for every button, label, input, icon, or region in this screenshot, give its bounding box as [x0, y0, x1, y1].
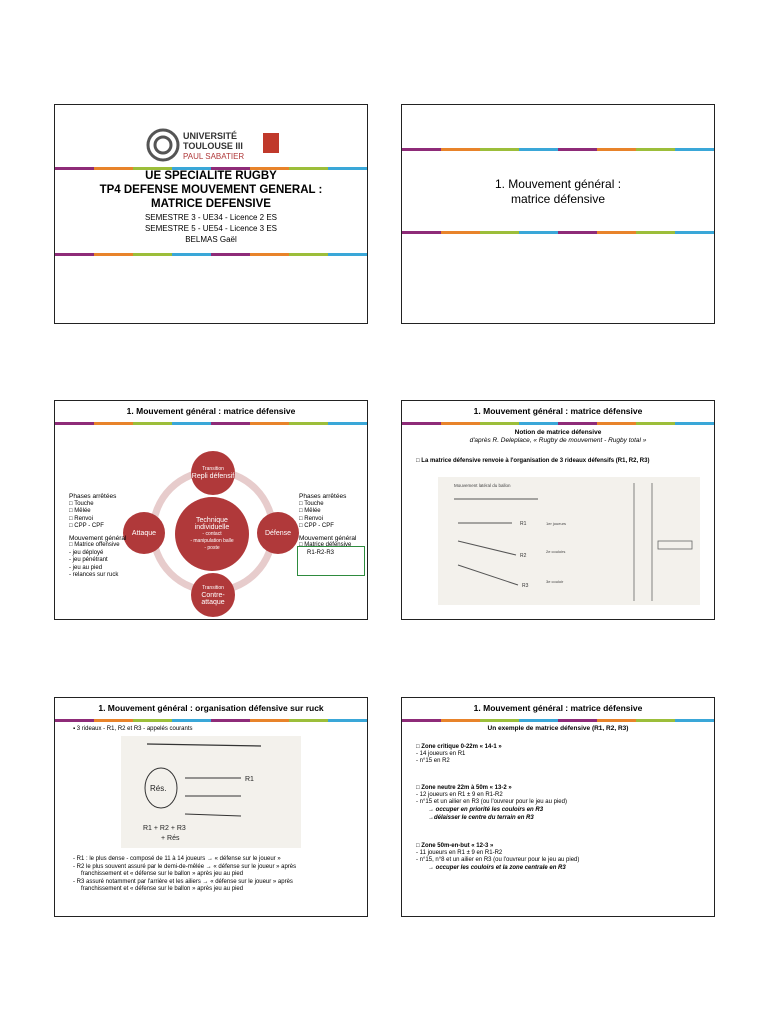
zone-50m: □ Zone 50m-en-but « 12-3 » [416, 843, 494, 849]
slide-2: 1. Mouvement général : matrice défensive [401, 104, 715, 324]
zone-50m-line-2: - n°15, n°8 et un ailier en R3 (ou l'ouv… [416, 857, 580, 863]
color-stripe [402, 231, 714, 234]
university-logo: UNIVERSITÉ TOULOUSE III PAUL SABATIER [146, 128, 279, 162]
svg-text:+ Rés: + Rés [161, 835, 180, 842]
ruck-item-1: - R1 : le plus dense - composé de 11 à 1… [73, 856, 281, 862]
highlight-box [297, 546, 365, 576]
subtitle-2: SEMESTRE 5 - UE54 - Licence 3 ES [144, 224, 278, 233]
color-stripe [402, 719, 714, 722]
svg-text:1er joueurs: 1er joueurs [546, 521, 566, 526]
zone-50m-line-1: - 11 joueurs en R1 ± 9 en R1-R2 [416, 850, 503, 856]
ruck-drawing: Rés. R1 R1 + R2 + R3 + Rés [143, 743, 262, 842]
svg-text:R2: R2 [520, 553, 527, 559]
example-heading: Un exemple de matrice défensive (R1, R2,… [487, 725, 629, 732]
ruck-item-2b: franchissement et « défense sur le ballo… [81, 871, 244, 877]
svg-text:R1: R1 [245, 776, 254, 783]
bullet-matrice: □ La matrice défensive renvoie à l'organ… [416, 458, 650, 464]
ruck-sketch: Rés. R1 R1 + R2 + R3 + Rés [121, 736, 301, 848]
svg-text:UNIVERSITÉ: UNIVERSITÉ [183, 131, 237, 141]
svg-text:R1: R1 [520, 521, 527, 527]
zone-critique-line-1: - 14 joueurs en R1 [416, 751, 466, 757]
slide-title: 1. Mouvement général : matrice défensive [126, 406, 296, 416]
color-stripe [55, 167, 367, 170]
color-stripe [402, 422, 714, 425]
slide-5: 1. Mouvement général : organisation défe… [54, 697, 368, 917]
svg-text:TOULOUSE III: TOULOUSE III [183, 141, 243, 151]
circle-attaque: Attaque [123, 512, 165, 554]
circle-defense: Défense [257, 512, 299, 554]
color-stripe [55, 719, 367, 722]
svg-text:3e couloir: 3e couloir [546, 579, 564, 584]
section-title: 1. Mouvement général : matrice défensive [494, 177, 622, 206]
title-line-1: UE SPECIALITE RUGBY [145, 170, 277, 182]
slide-3: 1. Mouvement général : matrice défensive… [54, 400, 368, 620]
subtitle-1: SEMESTRE 3 - UE34 - Licence 2 ES [144, 213, 278, 222]
zone-neutre-line-1: - 12 joueurs en R1 ± 9 en R1-R2 [416, 792, 503, 798]
svg-text:R1 + R2 + R3: R1 + R2 + R3 [143, 825, 186, 832]
color-stripe [55, 253, 367, 256]
bullet-rideaux: ▪ 3 rideaux - R1, R2 et R3 - appelés cou… [73, 726, 193, 732]
svg-text:Rés.: Rés. [150, 784, 166, 793]
zone-critique-line-2: - n°15 en R2 [416, 758, 450, 764]
title-line-3: MATRICE DEFENSIVE [151, 198, 271, 210]
zone-neutre-arrow-1: → occuper en priorité les couloirs en R3 [428, 807, 544, 813]
circle-contre-attaque: Transition Contre-attaque [191, 573, 235, 617]
ruck-item-3b: franchissement et « défense sur le ballo… [81, 886, 244, 892]
left-column: Phases arrêtées □ Touche □ Mêlée □ Renvo… [69, 493, 127, 578]
right-column: Phases arrêtées □ Touche □ Mêlée □ Renvo… [299, 493, 357, 556]
ruck-item-3: - R3 assuré notamment par l'arrière et l… [73, 879, 293, 885]
ruck-item-2: - R2 le plus souvent assuré par le demi-… [73, 864, 297, 870]
color-stripe [55, 422, 367, 425]
title-line-2: TP4 DEFENSE MOUVEMENT GENERAL : [99, 184, 323, 196]
notion-heading: Notion de matrice défensive [514, 429, 602, 436]
circle-technique-individuelle: Technique individuelle - contact - manip… [175, 497, 249, 571]
color-stripe [402, 148, 714, 151]
svg-text:Mouvement latéral du ballon: Mouvement latéral du ballon [454, 483, 511, 488]
slide-title: 1. Mouvement général : organisation défe… [98, 703, 324, 713]
slide-title: 1. Mouvement général : matrice défensive [473, 703, 643, 713]
subtitle-3: BELMAS Gaël [185, 235, 237, 244]
zone-critique: □ Zone critique 0-22m « 14-1 » [416, 744, 502, 750]
slide-4: 1. Mouvement général : matrice défensive… [401, 400, 715, 620]
zone-50m-arrow-1: → occuper les couloirs et la zone centra… [428, 865, 566, 871]
svg-text:2e couloirs: 2e couloirs [546, 549, 565, 554]
reference: d'après R. Deleplace, « Rugby de mouveme… [469, 437, 647, 444]
svg-text:PAUL SABATIER: PAUL SABATIER [183, 152, 244, 161]
zone-neutre-line-2: - n°15 et un ailier en R3 (ou l'ouvreur … [416, 799, 567, 805]
zone-neutre-arrow-2: →délaisser le centre du terrain en R3 [428, 815, 534, 821]
deleplace-figure: Mouvement latéral du ballon R1 R2 R3 1er… [438, 477, 700, 605]
figure-drawing: Mouvement latéral du ballon R1 R2 R3 1er… [454, 483, 693, 601]
circle-repli-defensif: Transition Repli défensif [191, 451, 235, 495]
svg-text:R3: R3 [522, 583, 529, 589]
slide-title: 1. Mouvement général : matrice défensive [473, 406, 643, 416]
slide-1: UNIVERSITÉ TOULOUSE III PAUL SABATIER UE… [54, 104, 368, 324]
slide-6: 1. Mouvement général : matrice défensive… [401, 697, 715, 917]
zone-neutre: □ Zone neutre 22m à 50m « 13-2 » [416, 785, 512, 791]
